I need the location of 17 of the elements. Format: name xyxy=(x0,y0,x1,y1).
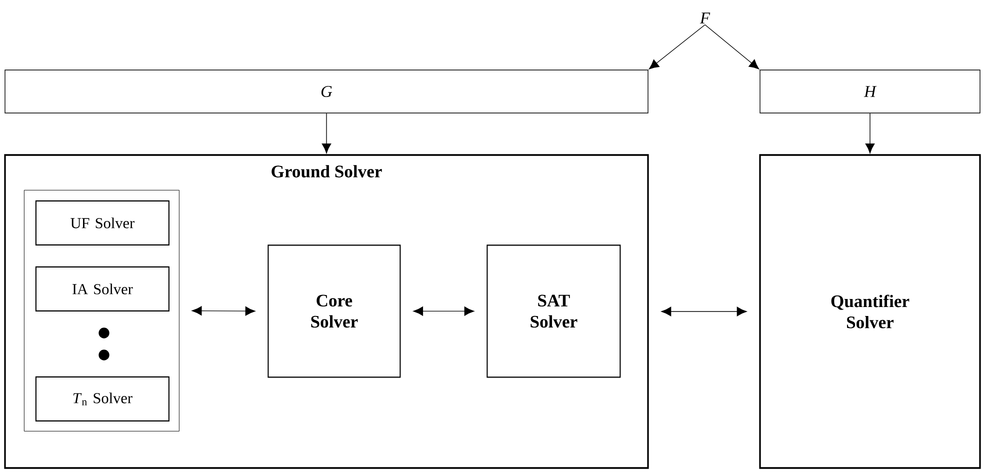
arrow xyxy=(704,24,760,70)
arrow xyxy=(865,113,875,154)
solver-box: IA Solver xyxy=(35,266,170,312)
arrow xyxy=(648,24,706,70)
arrow xyxy=(322,113,332,154)
solver-list-box xyxy=(24,190,180,432)
input-bar: H xyxy=(760,70,980,114)
solver-box: T$_{n}$ Solver xyxy=(35,376,170,422)
solver-box: Quantifier Solver xyxy=(759,154,981,469)
formula-label: F xyxy=(700,12,710,24)
solver-box: Core Solver xyxy=(268,244,401,378)
solver-box: SAT Solver xyxy=(486,244,621,378)
arrow xyxy=(661,306,747,316)
arrow xyxy=(413,306,474,316)
solver-box: UF Solver xyxy=(35,200,170,246)
arrow xyxy=(192,306,256,316)
input-bar: G xyxy=(4,70,648,114)
